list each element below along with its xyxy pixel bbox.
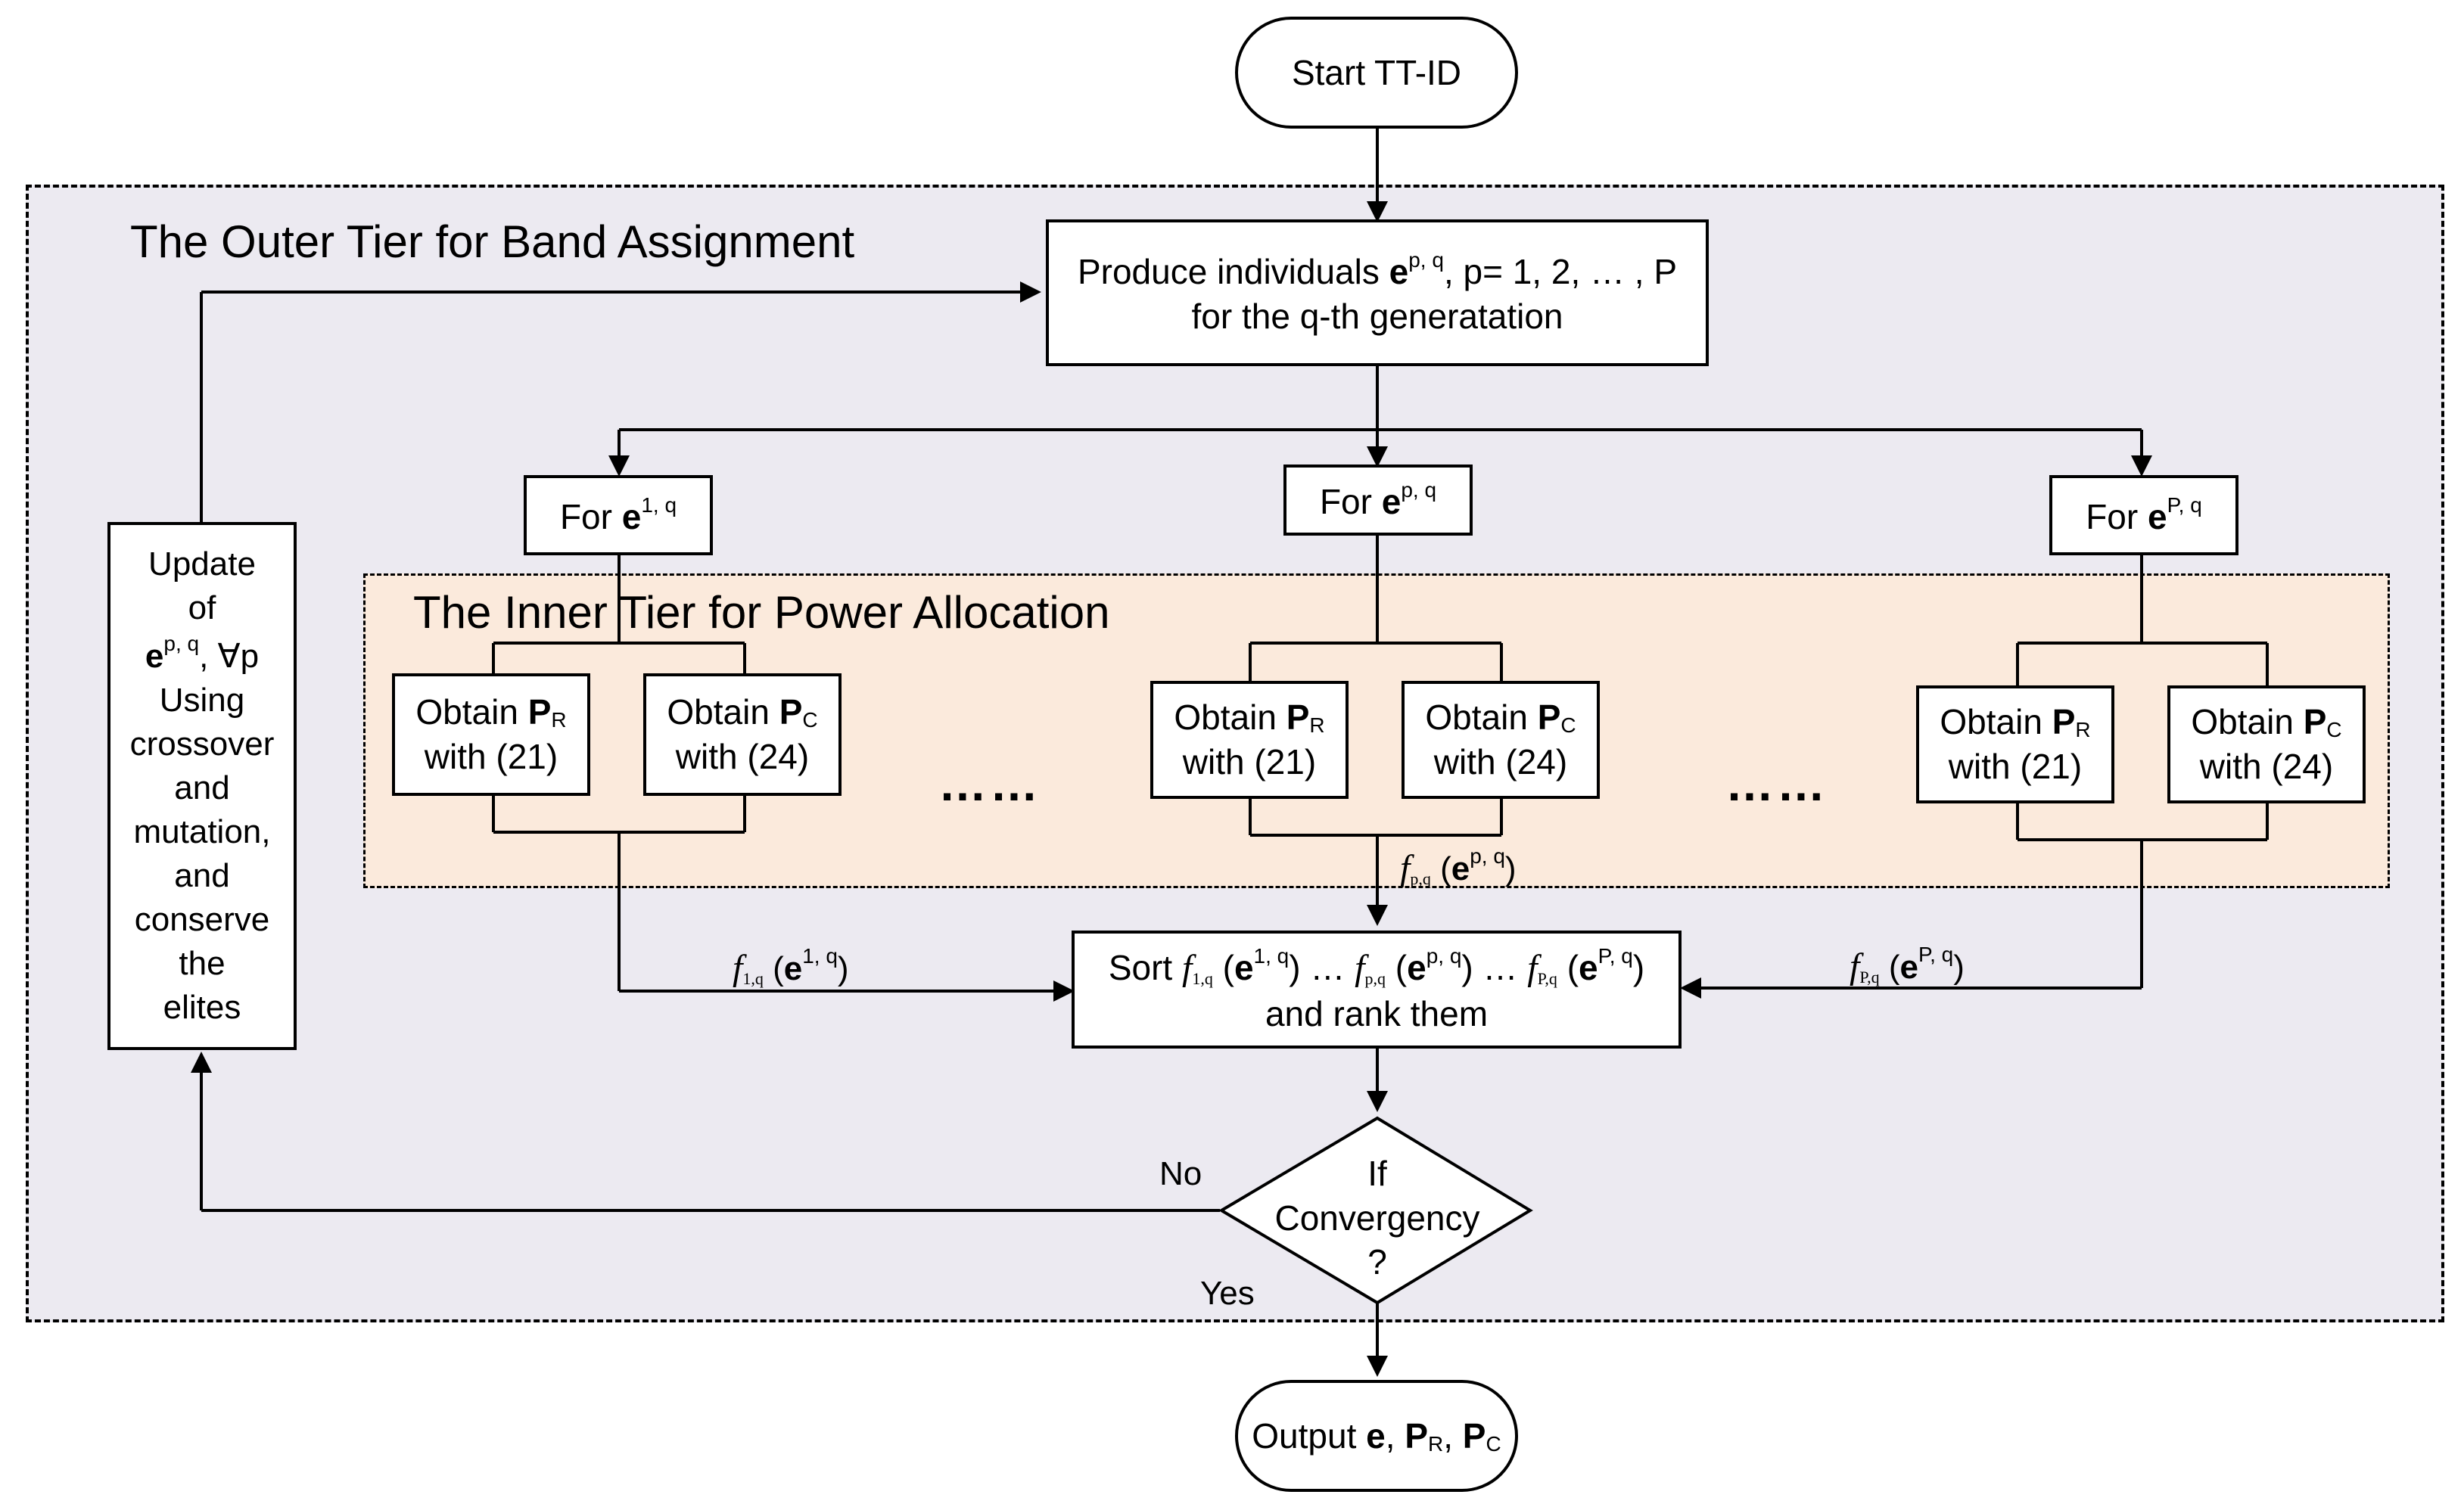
sort-box: Sort f1,q (e1, q) … fp,q (ep, q) … fP,q … <box>1072 931 1682 1049</box>
update-box: Update of ep, q, ∀p Using crossover and … <box>107 522 297 1050</box>
convergency-decision-diamond <box>1218 1116 1533 1305</box>
start-node: Start TT-ID <box>1235 17 1518 129</box>
ellipsis-left: …… <box>938 757 1041 811</box>
for-box-1: For e1, q <box>524 475 713 555</box>
output-node: Output e, PR, PC <box>1235 1380 1518 1492</box>
for-box-p: For ep, q <box>1283 465 1473 536</box>
edge-label-f1: f1,q (e1, q) <box>733 944 849 988</box>
edge-label-fp: fp,q (ep, q) <box>1400 844 1517 888</box>
for-box-P: For eP, q <box>2049 475 2238 555</box>
produce-individuals-box: Produce individuals ep, q, p= 1, 2, … , … <box>1046 219 1709 366</box>
decision-text: If Convergency ? <box>1274 1153 1480 1282</box>
edge-label-yes: Yes <box>1200 1275 1255 1312</box>
produce-text: Produce individuals ep, q, p= 1, 2, … , … <box>1077 248 1678 336</box>
start-label: Start TT-ID <box>1291 52 1462 92</box>
inner-tier-title: The Inner Tier for Power Allocation <box>413 587 1110 638</box>
ellipsis-right: …… <box>1725 757 1828 811</box>
edge-label-no: No <box>1159 1155 1202 1192</box>
outer-tier-title: The Outer Tier for Band Assignment <box>130 216 855 267</box>
edge-label-fP: fP,q (eP, q) <box>1850 943 1965 987</box>
